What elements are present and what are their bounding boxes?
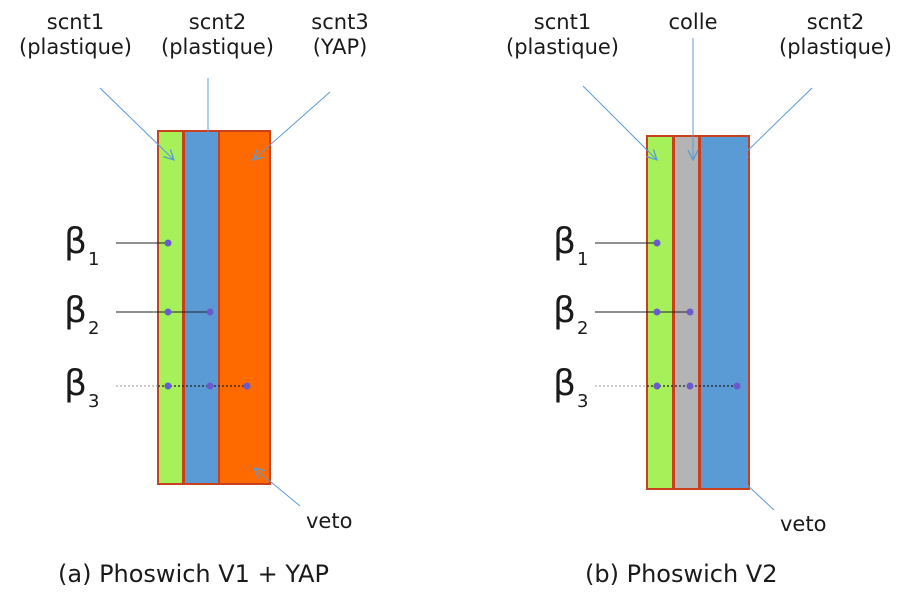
beta-subscript: 1: [87, 249, 100, 270]
panel-b-label-scnt2-name: scnt2: [806, 10, 865, 34]
panel-b-beta-tracks: [595, 239, 741, 390]
panel-a-arrow-scnt3: [253, 91, 331, 160]
panel-a-beta2-label: β2: [64, 290, 99, 340]
panel-a-label-scnt2-name: scnt2: [188, 10, 247, 34]
panel-b-beta3-hit-3: [733, 382, 741, 390]
panel-b-veto-label: veto: [780, 512, 827, 536]
panel-a-beta1-label: β1: [64, 221, 99, 271]
panel-a-label-scnt3-name: scnt3: [311, 10, 369, 34]
panel-b-beta2-hit-2: [686, 308, 694, 316]
panel-b-arrow-scnt1: [582, 85, 657, 160]
panel-a-arrow-scnt1: [99, 87, 174, 160]
beta-symbol: β: [64, 290, 87, 331]
panel-b-beta2-hit-1: [653, 308, 661, 316]
panel-a-arrow-veto: [254, 468, 301, 507]
panel-a-detector: [157, 130, 271, 485]
panel-a-scnt1-layer: [157, 130, 184, 485]
panel-b-label-scnt2-material: (plastique): [779, 35, 892, 59]
beta-symbol: β: [553, 221, 576, 262]
panel-b-label-scnt1-name: scnt1: [533, 10, 592, 34]
panel-b-label-colle-name: colle: [668, 10, 718, 34]
panel-a-beta3-hit-3: [243, 382, 251, 390]
panel-a-beta3-label: β3: [64, 363, 99, 413]
beta-subscript: 2: [576, 318, 589, 339]
panel-a-label-scnt2: scnt2 (plastique): [155, 10, 280, 60]
beta-subscript: 2: [87, 318, 100, 339]
panel-a-beta1-hit: [164, 239, 172, 247]
panel-b-caption: (b) Phoswich V2: [585, 560, 778, 588]
panel-a-label-scnt1-material: (plastique): [19, 35, 132, 59]
panel-b-label-arrows: [582, 38, 813, 511]
panel-a-beta3-hit-2: [206, 382, 214, 390]
panel-a-label-scnt3: scnt3 (YAP): [300, 10, 380, 60]
panel-a-label-arrows: [99, 78, 331, 507]
panel-a-beta2-hit-2: [206, 308, 214, 316]
beta-symbol: β: [553, 363, 576, 404]
panel-b-label-scnt1-material: (plastique): [506, 35, 619, 59]
panel-a-label-scnt2-material: (plastique): [161, 35, 274, 59]
beta-subscript: 3: [87, 391, 100, 412]
panel-b-label-scnt2: scnt2 (plastique): [768, 10, 903, 60]
beta-symbol: β: [64, 363, 87, 404]
panel-b-arrow-scnt2: [738, 87, 813, 160]
panel-a-beta-tracks: [116, 239, 251, 390]
panel-b-beta1-hit: [653, 239, 661, 247]
panel-b-scnt2-layer: [699, 135, 750, 490]
panel-a-caption: (a) Phoswich V1 + YAP: [58, 560, 330, 588]
beta-symbol: β: [64, 221, 87, 262]
beta-subscript: 3: [576, 391, 589, 412]
panel-b-label-scnt1: scnt1 (plastique): [495, 10, 630, 60]
panel-a-label-scnt3-material: (YAP): [312, 35, 368, 59]
beta-symbol: β: [553, 290, 576, 331]
panel-a-veto-label: veto: [306, 509, 353, 533]
beta-subscript: 1: [576, 249, 589, 270]
panel-b-beta3-hit-2: [686, 382, 694, 390]
panel-a-label-scnt1-name: scnt1: [46, 10, 105, 34]
panel-a-label-scnt1: scnt1 (plastique): [8, 10, 143, 60]
panel-a-beta3-hit-1: [164, 382, 172, 390]
panel-b-beta2-label: β2: [553, 290, 588, 340]
panel-b-beta3-label: β3: [553, 363, 588, 413]
panel-a-beta2-hit-1: [164, 308, 172, 316]
panel-b-beta3-hit-1: [653, 382, 661, 390]
panel-a-scnt3-layer: [218, 130, 271, 485]
panel-a-scnt2-layer: [183, 130, 220, 485]
panel-b-label-colle: colle: [658, 10, 728, 35]
panel-b-beta1-label: β1: [553, 221, 588, 271]
panel-b-arrow-veto: [729, 468, 775, 511]
